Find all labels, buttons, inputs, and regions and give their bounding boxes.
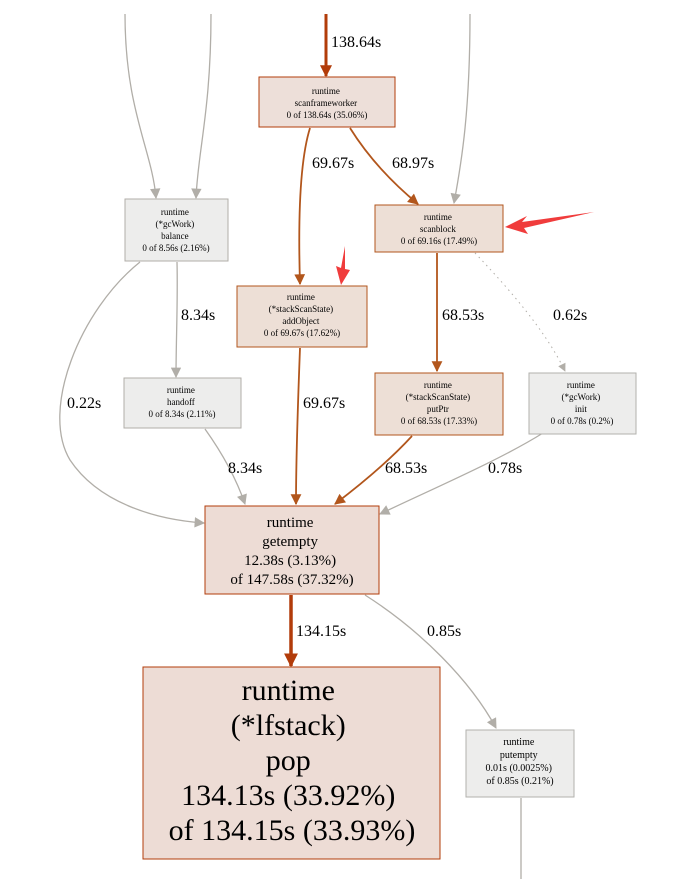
svg-text:runtime (*lfstack): runtime (*lfstack) pop 134.13s (33.92%) … xyxy=(169,674,416,847)
edge-label-scanframeworker-addObject: 69.67s xyxy=(312,155,354,172)
node-line: handoff xyxy=(167,397,195,407)
node-line: scanblock xyxy=(420,224,456,234)
node-line: of 147.58s (37.32%) xyxy=(230,572,353,588)
node-line: runtime xyxy=(503,737,535,748)
node-line: of 134.15s (33.93%) xyxy=(169,814,416,847)
node-line: getempty xyxy=(262,534,318,550)
edge-putPtr-getempty xyxy=(334,435,413,505)
node-init[interactable]: runtime (*gcWork) init 0 of 0.78s (0.2%) xyxy=(528,372,637,435)
edge-label-into-scanframeworker: 138.64s xyxy=(331,34,381,51)
annotation-arrow-addObject xyxy=(336,246,350,285)
edge-balance-handoff xyxy=(170,261,182,379)
edge-label-balance-getempty: 0.22s xyxy=(67,395,101,412)
edge-label-getempty-pop: 134.15s xyxy=(296,623,346,640)
node-putPtr[interactable]: runtime (*stackScanState) putPtr 0 of 68… xyxy=(374,372,504,436)
node-line: (*lfstack) xyxy=(231,709,346,742)
svg-text:runtime handoff 0: runtime handoff 0 of 8.34s (2.11%) xyxy=(149,385,216,419)
svg-text:runtime getempty 1: runtime getempty 12.38s (3.13%) of 147.5… xyxy=(230,515,353,588)
edge-handoff-getempty xyxy=(204,428,247,505)
node-line: runtime xyxy=(424,212,452,222)
node-balance[interactable]: runtime (*gcWork) balance 0 of 8.56s (2.… xyxy=(124,198,229,262)
edge-getempty-putempty xyxy=(364,594,497,729)
svg-text:runtime scanframeworker: runtime scanframeworker 0 of 138.64s (35… xyxy=(287,86,368,120)
edge-scanframeworker-scanblock xyxy=(349,127,419,205)
node-line: runtime xyxy=(424,380,452,390)
edge-addObject-getempty xyxy=(290,347,302,506)
edge-label-addObject-getempty: 69.67s xyxy=(303,395,345,412)
edge-caller-balance-left xyxy=(124,13,161,200)
edge-label-scanframeworker-scanblock: 68.97s xyxy=(392,155,434,172)
node-pop[interactable]: runtime (*lfstack) pop 134.13s (33.92%) … xyxy=(142,666,441,860)
node-line: (*stackScanState) xyxy=(406,392,470,402)
node-getempty[interactable]: runtime getempty 12.38s (3.13%) of 147.5… xyxy=(204,505,380,595)
node-line: runtime xyxy=(267,515,314,531)
node-handoff[interactable]: runtime handoff 0 of 8.34s (2.11%) xyxy=(123,377,242,429)
edge-label-init-getempty: 0.78s xyxy=(488,460,522,477)
node-line: 0 of 8.56s (2.16%) xyxy=(142,243,209,253)
node-line: runtime xyxy=(167,385,195,395)
node-line: pop xyxy=(266,744,311,777)
node-line: 0 of 138.64s (35.06%) xyxy=(287,110,368,120)
node-line: runtime xyxy=(161,207,189,217)
edge-scanblock-init xyxy=(474,252,566,372)
node-line: 0.01s (0.0025%) xyxy=(486,763,552,774)
svg-text:runtime (*stackScanState: runtime (*stackScanState) addObject 0 of… xyxy=(264,292,340,338)
node-line: (*gcWork) xyxy=(561,392,600,402)
edge-label-scanblock-putPtr: 68.53s xyxy=(442,307,484,324)
annotation-arrows xyxy=(336,212,594,285)
svg-text:runtime (*gcWork): runtime (*gcWork) init 0 of 0.78s (0.2%) xyxy=(551,380,614,426)
node-line: scanframeworker xyxy=(295,98,357,108)
svg-text:runtime (*stackScanState: runtime (*stackScanState) putPtr 0 of 68… xyxy=(401,380,477,426)
node-line: 0 of 69.67s (17.62%) xyxy=(264,328,340,338)
edge-label-scanblock-init: 0.62s xyxy=(553,307,587,324)
edge-labels: 138.64s 69.67s 68.97s 8.34s 68.53s 0.62s… xyxy=(67,34,587,640)
svg-text:runtime scanblock: runtime scanblock 0 of 69.16s (17.49%) xyxy=(401,212,477,246)
edge-label-balance-handoff: 8.34s xyxy=(181,307,215,324)
node-line: runtime xyxy=(287,292,315,302)
node-scanframeworker[interactable]: runtime scanframeworker 0 of 138.64s (35… xyxy=(258,76,396,128)
node-line: addObject xyxy=(282,316,319,326)
node-line: 0 of 68.53s (17.33%) xyxy=(401,416,477,426)
node-line: init xyxy=(575,404,588,414)
edge-label-putPtr-getempty: 68.53s xyxy=(385,460,427,477)
edge-balance-getempty xyxy=(59,261,206,528)
svg-text:runtime putempty 0: runtime putempty 0.01s (0.0025%) of 0.85… xyxy=(486,737,555,787)
edge-scanframeworker-addObject xyxy=(294,127,311,286)
annotation-arrow-scanblock xyxy=(505,212,594,234)
node-line: of 0.85s (0.21%) xyxy=(486,776,553,787)
edge-init-getempty xyxy=(379,432,544,515)
node-line: runtime xyxy=(567,380,595,390)
node-line: 0 of 8.34s (2.11%) xyxy=(149,409,216,419)
node-line: runtime xyxy=(242,674,335,707)
edge-caller-scanblock xyxy=(450,13,471,205)
node-line: putPtr xyxy=(427,404,449,414)
edge-label-handoff-getempty: 8.34s xyxy=(228,460,262,477)
svg-text:runtime (*gcWork): runtime (*gcWork) balance 0 of 8.56s (2.… xyxy=(142,207,209,253)
node-line: 0 of 69.16s (17.49%) xyxy=(401,236,477,246)
node-line: 134.13s (33.92%) xyxy=(181,779,395,812)
node-addObject[interactable]: runtime (*stackScanState) addObject 0 of… xyxy=(236,285,368,348)
node-line: 12.38s (3.13%) xyxy=(244,553,336,569)
node-scanblock[interactable]: runtime scanblock 0 of 69.16s (17.49%) xyxy=(374,204,504,253)
node-putempty[interactable]: runtime putempty 0.01s (0.0025%) of 0.85… xyxy=(465,729,575,798)
edge-label-getempty-putempty: 0.85s xyxy=(427,623,461,640)
edges xyxy=(59,13,566,879)
node-line: (*gcWork) xyxy=(155,219,194,229)
node-line: (*stackScanState) xyxy=(269,304,333,314)
edge-caller-balance-right xyxy=(191,13,212,200)
node-line: 0 of 0.78s (0.2%) xyxy=(551,416,614,426)
node-line: putempty xyxy=(500,750,538,761)
node-line: balance xyxy=(161,231,188,241)
node-line: runtime xyxy=(312,86,340,96)
